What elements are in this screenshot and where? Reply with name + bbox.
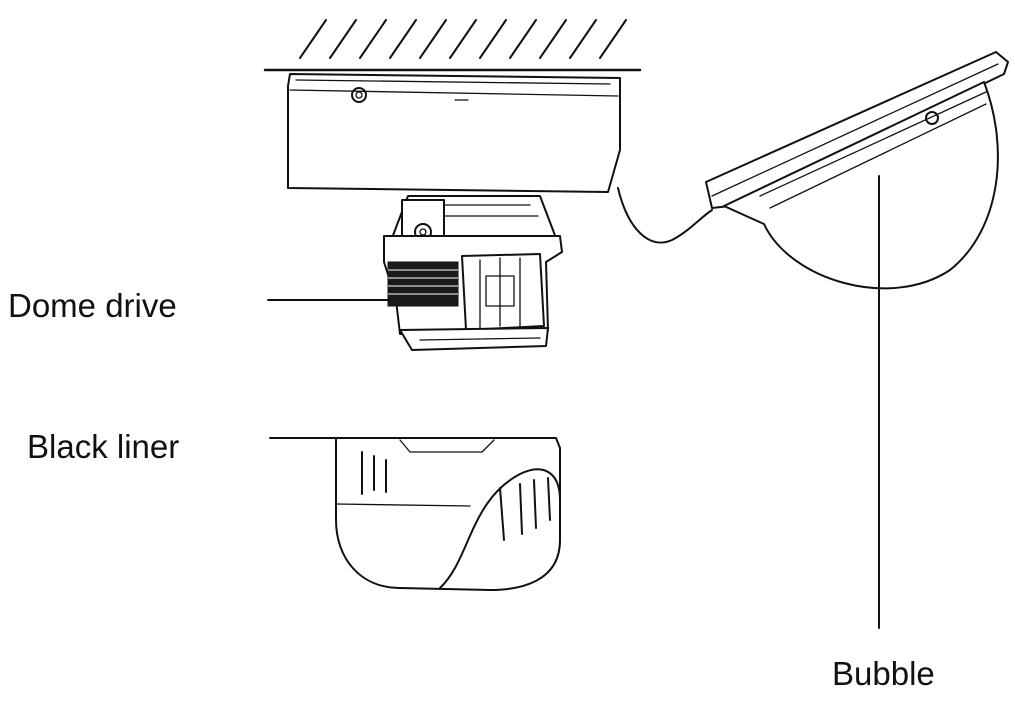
heat-sink-fins <box>387 261 459 307</box>
tether-cable <box>617 187 713 244</box>
bubble <box>705 51 1009 290</box>
black-liner-label: Black liner <box>27 428 180 465</box>
dome-drive-label: Dome drive <box>8 287 177 324</box>
dome-drive <box>383 195 563 351</box>
black-liner <box>335 437 561 591</box>
ceiling-hatching <box>299 19 627 59</box>
mounting-base <box>287 73 621 193</box>
bubble-label: Bubble <box>832 655 935 692</box>
